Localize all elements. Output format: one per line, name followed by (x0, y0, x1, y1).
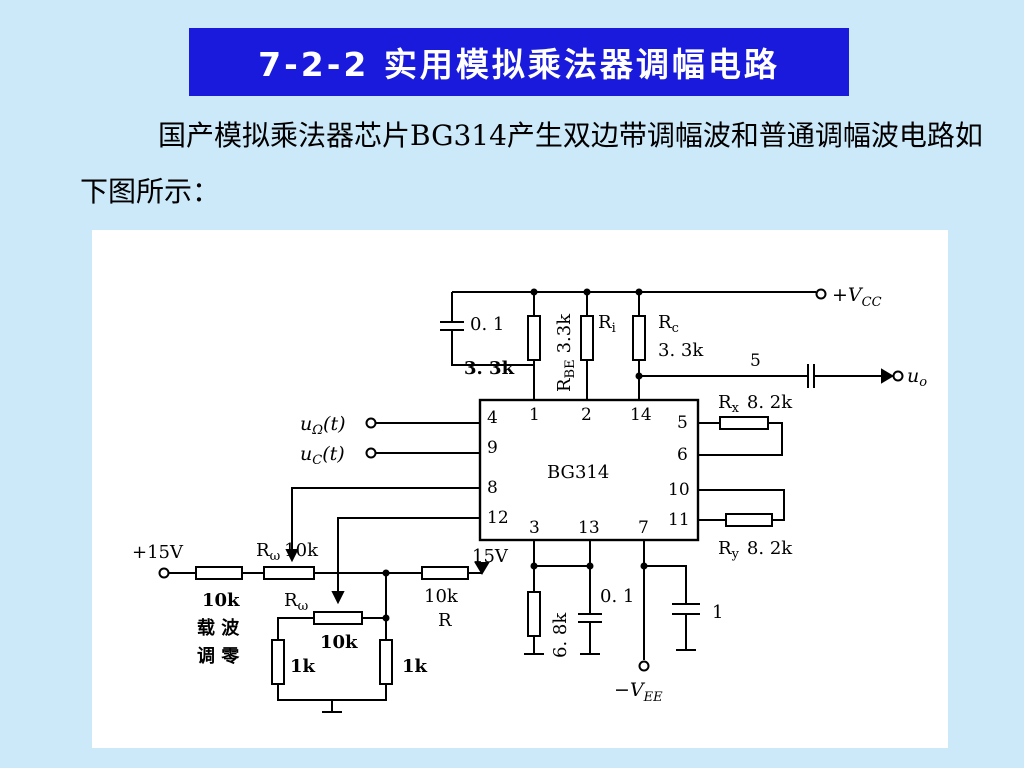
page-title: 7-2-2 实用模拟乘法器调幅电路 (258, 45, 780, 84)
ry-wire (698, 489, 785, 521)
cap-01-bottom-label: 0. 1 (600, 586, 634, 607)
cap-1-label: 1 (712, 602, 723, 623)
ri-label: Ri (598, 312, 616, 336)
title-bar: 7-2-2 实用模拟乘法器调幅电路 (189, 28, 849, 96)
rbe-resistor (527, 315, 541, 361)
rw2-label: Rω (284, 590, 308, 614)
res-top-left-label: 3. 3k (464, 358, 515, 379)
v15-arrow (474, 562, 490, 575)
res-10k-left (195, 566, 243, 580)
rw1-pot (263, 566, 315, 580)
rw2-wiper-arrow (331, 591, 345, 605)
res-1k-right (379, 639, 393, 685)
res-r-label: R (438, 610, 452, 631)
pin-8: 8 (487, 478, 498, 498)
pin-11: 11 (668, 510, 690, 530)
uo-label: uo (907, 365, 927, 390)
output-pin-label: 5 (750, 351, 761, 371)
rw1-wiper-arrow (285, 549, 299, 563)
pin-1: 1 (529, 405, 540, 425)
rw2-wires (277, 573, 387, 640)
ry-resistor (725, 513, 773, 527)
rx-wire (698, 422, 783, 456)
pin-4: 4 (487, 408, 498, 428)
res-10k-right (421, 566, 469, 580)
res-1k-left (271, 639, 285, 685)
rbe-label: RBE3.3k (554, 313, 578, 392)
pin-9: 9 (487, 438, 498, 458)
ri-resistor (580, 315, 594, 361)
u-omega-label: uΩ(t) (300, 413, 346, 438)
pin-14: 14 (630, 405, 652, 425)
decoupling-cap (440, 292, 534, 366)
pin-2: 2 (581, 405, 592, 425)
output-terminal (892, 370, 904, 382)
u-c-terminal (365, 447, 377, 459)
chip-name: BG314 (547, 462, 609, 483)
bias-ground (277, 684, 387, 713)
v15-label: 15V (472, 546, 509, 567)
vee-terminal (638, 660, 650, 672)
rc-label: Rc (658, 312, 679, 336)
rw2-pot (313, 611, 363, 625)
pin-13: 13 (578, 518, 600, 538)
pin8-wire (291, 487, 480, 560)
pin-6: 6 (677, 445, 688, 465)
vcc-label: +VCC (832, 284, 882, 310)
pin-10: 10 (668, 480, 690, 500)
plus15v-terminal (158, 567, 170, 579)
rc-resistor (632, 315, 646, 361)
plus15v-label: +15V (132, 542, 184, 563)
output-coupling-cap (639, 364, 892, 388)
carrier-zero-line2: 调 零 (197, 646, 240, 667)
res-68k (527, 591, 541, 637)
rx-resistor (719, 416, 769, 430)
carrier-zero-line1: 载 波 (197, 617, 240, 639)
u-omega-terminal (365, 417, 377, 429)
output-arrow (881, 368, 894, 384)
res-68k-label: 6. 8k (550, 612, 571, 658)
circuit-diagram: BG314 4 9 8 12 1 2 14 5 6 10 11 3 13 7 +… (92, 230, 948, 748)
pin-12: 12 (487, 508, 509, 528)
vee-label: −VEE (614, 679, 663, 705)
res-10k-right-label: 10k (424, 586, 459, 607)
circuit-svg: BG314 4 9 8 12 1 2 14 5 6 10 11 3 13 7 +… (132, 284, 927, 713)
u-c-label: uC(t) (300, 443, 345, 468)
vcc-terminal (815, 288, 827, 300)
res-1k-right-label: 1k (402, 656, 428, 677)
res-1k-left-label: 1k (290, 656, 316, 677)
intro-paragraph: 国产模拟乘法器芯片BG314产生双边带调幅波和普通调幅波电路如下图所示： (80, 119, 983, 208)
pin12-wire (337, 517, 480, 600)
cap-top-label: 0. 1 (470, 314, 504, 335)
res-10k-left-label: 10k (202, 590, 240, 611)
rc-value: 3. 3k (658, 340, 704, 361)
pin-7: 7 (638, 518, 649, 538)
pin-3: 3 (529, 518, 540, 538)
cap-1 (644, 565, 700, 651)
rw2-value: 10k (320, 632, 358, 653)
pin-5: 5 (677, 413, 688, 433)
